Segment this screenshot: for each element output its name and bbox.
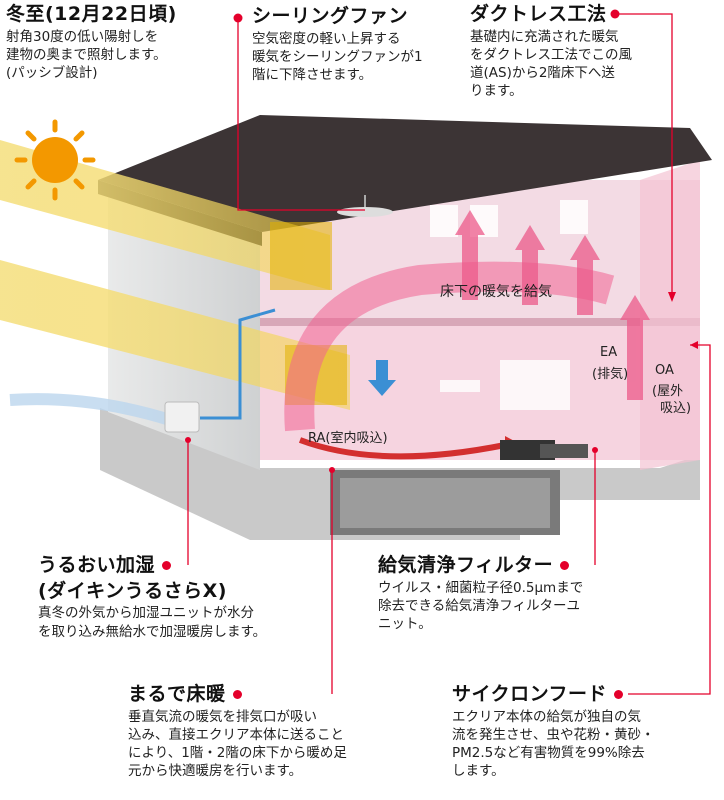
floor-line-1: 垂直気流の暖気を排気口が吸い bbox=[128, 708, 317, 725]
fan-line-2: 暖気をシーリングファンが1 bbox=[252, 48, 423, 65]
sun-icon bbox=[14, 119, 96, 201]
callout-winter: 冬至(12月22日頃) 射角30度の低い陽射しを 建物の奥まで照射します。 (パ… bbox=[6, 2, 177, 82]
cyclone-line-3: PM2.5など有害物質を99%除去 bbox=[452, 745, 645, 762]
humid-subtitle: (ダイキンうるさらX) bbox=[38, 579, 227, 602]
sunlight-beam-upper bbox=[0, 140, 330, 290]
oa-label: OA bbox=[655, 363, 674, 378]
outside-air-flow bbox=[9, 393, 172, 426]
ea-label: EA bbox=[600, 345, 618, 360]
floor-line-4: 元から快適暖房を行います。 bbox=[128, 763, 303, 780]
warm-air-arc bbox=[284, 261, 615, 432]
ra-flow bbox=[298, 437, 506, 460]
humid-line-1: 真冬の外気から加湿ユニットが水分 bbox=[38, 605, 254, 622]
floor-line-3: により、1階・2階の床下から暖め足 bbox=[128, 745, 347, 762]
humid-line-2: を取り込み無給水で加湿暖房します。 bbox=[38, 623, 267, 640]
floor-title: まるで床暖 bbox=[128, 682, 347, 708]
filter-line-3: ニット。 bbox=[378, 616, 432, 633]
supply-label: 床下の暖気を給気 bbox=[440, 284, 552, 300]
floor-line-2: 込み、直接エクリア本体に送ること bbox=[128, 726, 344, 743]
callout-cyclone: サイクロンフード エクリア本体の給気が独自の気 流を発生させ、虫や花粉・黄砂・ … bbox=[452, 682, 655, 781]
cyclone-line-1: エクリア本体の給気が独自の気 bbox=[452, 708, 641, 725]
duct-line-1: 基礎内に充満された暖気 bbox=[470, 28, 619, 45]
winter-title: 冬至(12月22日頃) bbox=[6, 3, 177, 25]
humidifier-unit bbox=[164, 401, 200, 433]
ea-sub-label: (排気) bbox=[592, 367, 629, 382]
duct-line-2: をダクトレス工法でこの風 bbox=[470, 46, 632, 63]
winter-line-1: 射角30度の低い陽射しを bbox=[6, 28, 159, 45]
callout-filter: 給気清浄フィルター ウイルス・細菌粒子径0.5μmまで 除去できる給気清浄フィル… bbox=[378, 553, 583, 633]
duct-line-4: ります。 bbox=[470, 83, 523, 100]
ra-label: RA(室内吸込) bbox=[308, 431, 388, 446]
filter-line-2: 除去できる給気清浄フィルターユ bbox=[378, 597, 580, 614]
duct-title: ダクトレス工法 bbox=[470, 3, 607, 25]
winter-line-2: 建物の奥まで照射します。 bbox=[6, 46, 167, 63]
filter-line-1: ウイルス・細菌粒子径0.5μmまで bbox=[378, 579, 584, 596]
duct-line-3: 道(AS)から2階床下へ送 bbox=[470, 65, 615, 82]
cyclone-title: サイクロンフード bbox=[452, 682, 655, 708]
roof bbox=[98, 115, 712, 232]
fan-line-1: 空気密度の軽い上昇する bbox=[252, 30, 401, 47]
fan-title: シーリングファン bbox=[252, 5, 409, 27]
oa-sub-label-2: 吸込) bbox=[660, 401, 692, 416]
sunlight-beam-lower bbox=[0, 260, 350, 410]
fan-line-3: 階に下降させます。 bbox=[252, 67, 373, 84]
winter-line-3: (パッシブ設計) bbox=[6, 65, 98, 82]
callout-fan: シーリングファン 空気密度の軽い上昇する 暖気をシーリングファンが1 階に下降さ… bbox=[252, 4, 423, 84]
callout-floor: まるで床暖 垂直気流の暖気を排気口が吸い 込み、直接エクリア本体に送ること によ… bbox=[128, 682, 347, 781]
cyclone-line-2: 流を発生させ、虫や花粉・黄砂・ bbox=[452, 726, 655, 743]
oa-sub-label-1: (屋外 bbox=[652, 384, 684, 399]
cyclone-line-4: します。 bbox=[452, 763, 505, 780]
callout-humid: うるおい加湿 (ダイキンうるさらX) 真冬の外気から加湿ユニットが水分 を取り込… bbox=[38, 553, 266, 641]
filter-title: 給気清浄フィルター bbox=[378, 553, 583, 579]
humid-title: うるおい加湿 bbox=[38, 553, 266, 579]
callout-duct: ダクトレス工法 基礎内に充満された暖気 をダクトレス工法でこの風 道(AS)から… bbox=[470, 2, 632, 101]
